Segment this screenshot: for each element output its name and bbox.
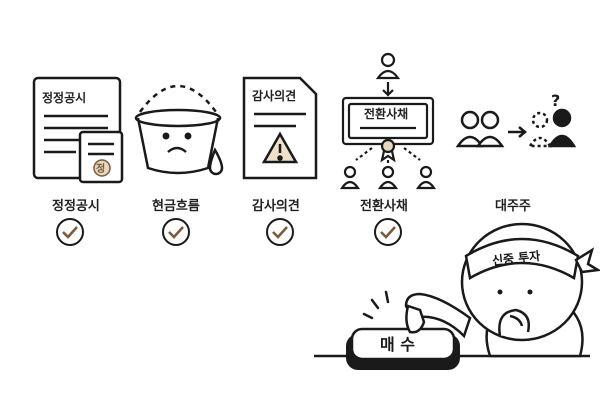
cash-flow-bucket-icon — [134, 84, 224, 176]
check-icon-cash-flow — [162, 218, 190, 246]
major-shareholder-icon: ? — [455, 91, 577, 148]
buy-button-label: 매 수 — [380, 335, 415, 354]
label-cash-flow: 현금흐름 — [152, 198, 200, 214]
press-marks — [362, 290, 390, 320]
cautious-character: 신중 투자 — [404, 222, 600, 358]
check-icon-bond — [374, 218, 402, 246]
pressing-finger — [405, 304, 426, 334]
headband-text: 신중 투자 — [491, 248, 541, 268]
check-icon-audit — [266, 218, 294, 246]
stamp-char: 정 — [96, 162, 105, 175]
doc-title-audit: 감사의견 — [252, 88, 296, 103]
check-icon-correction — [56, 218, 84, 246]
label-convertible-bond: 전환사채 — [360, 198, 408, 214]
label-major-shareholder: 대주주 — [495, 199, 531, 214]
buy-button[interactable]: 매 수 — [346, 327, 460, 370]
doc-title-correction: 정정공시 — [42, 90, 86, 105]
audit-opinion-icon: 감사의견 — [242, 76, 318, 180]
convertible-bond-icon: 전환사채 — [339, 52, 437, 190]
correction-disclosure-icon: 정정공시 정 — [32, 76, 124, 184]
doc-title-bond: 전환사채 — [364, 106, 408, 121]
label-audit-opinion: 감사의견 — [252, 198, 300, 214]
label-correction-disclosure: 정정공시 — [52, 198, 100, 214]
question-mark: ? — [551, 91, 560, 110]
